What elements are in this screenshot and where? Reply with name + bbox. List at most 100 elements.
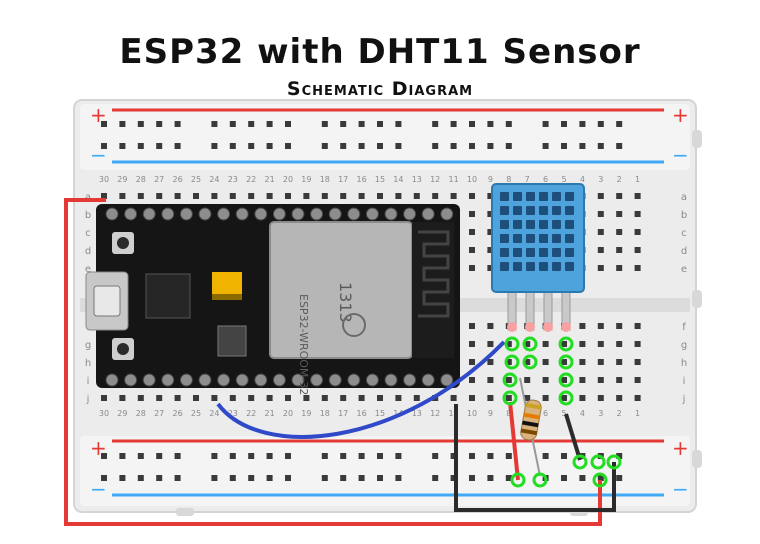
breadboard-hole [340,395,347,401]
breadboard-hole [303,395,310,401]
esp32-pin [124,207,138,221]
rail-hole [321,453,328,459]
breadboard-hole [450,193,457,199]
rail-hole [156,453,163,459]
dht-grille-slot [552,206,561,215]
column-label: 29 [117,409,127,418]
rail-hole [395,475,402,481]
rail-hole [432,475,439,481]
dht-grille-slot [513,234,522,243]
rail-hole [266,121,273,127]
rail-hole [395,143,402,149]
breadboard-hole [137,395,144,401]
rail-hole [229,121,236,127]
dht-grille-slot [565,192,574,201]
breadboard-hole [634,323,641,329]
rail-hole [321,121,328,127]
row-label: j [682,394,686,405]
rail-hole [597,121,604,127]
column-label: 22 [246,409,256,418]
breadboard-hole [469,359,475,365]
rail-hole [358,475,365,481]
rail-hole [119,453,126,459]
rail-hole [561,143,567,149]
breadboard-hole [211,395,218,401]
breadboard-hole [505,359,512,365]
breadboard-hole [579,377,586,383]
rail-hole [450,475,457,481]
breadboard-hole [579,341,586,347]
breadboard-hole [505,377,512,383]
column-label: 4 [580,409,585,418]
rail-hole [505,121,512,127]
breadboard-hole [101,193,107,199]
connection-highlight [558,372,574,388]
breadboard-hole [469,229,475,235]
rail-hole [174,453,181,459]
breadboard-hole [616,193,623,199]
dht-grille-slot [513,206,522,215]
connection-highlight [558,354,574,370]
breadboard-hole [505,341,512,347]
esp32-pin [198,207,212,221]
column-label: 18 [320,175,330,184]
rail-hole [137,453,144,459]
column-label: 7 [525,175,530,184]
dht-grille-slot [513,262,522,271]
black-sensor-ground-wire [564,413,582,461]
breadboard-hole [156,395,163,401]
rail-hole [340,453,347,459]
connection-highlight [510,472,526,488]
connection-highlight [532,472,548,488]
esp32-pin [198,373,212,387]
rail-hole [266,475,273,481]
esp32-pin [403,207,417,221]
rail-hole [377,475,383,481]
esp32-pin [254,373,268,387]
module-label: ESP32-WROOM-32 [297,294,310,395]
breadboard-hole [432,193,439,199]
rail-hole [174,475,181,481]
rail-hole [211,121,218,127]
breadboard-hole [487,377,494,383]
column-label: 2 [617,409,622,418]
breadboard-hole [229,193,236,199]
column-label: 29 [117,175,127,184]
column-label: 27 [154,175,164,184]
rail-hole [156,475,163,481]
rail-hole [432,143,439,149]
rail-hole [616,121,623,127]
column-label: 24 [209,409,219,418]
breadboard-hole [469,247,475,253]
rail-hole [597,475,604,481]
column-label: 15 [375,175,385,184]
rail-hole [432,453,439,459]
row-label: e [85,264,91,275]
row-label: e [681,264,687,275]
breadboard-hole [119,395,126,401]
rail-hole [450,121,457,127]
rail-hole [340,475,347,481]
rail-hole [358,143,365,149]
dht-grille-slot [513,192,522,201]
rail-plus-top-left: + [90,103,107,127]
column-label: 16 [357,409,367,418]
rail-minus-top-left: − [90,143,107,167]
column-label: 27 [154,409,164,418]
column-label: 3 [598,409,603,418]
breadboard-hole [524,377,531,383]
breadboard-hole [597,265,604,271]
connection-highlight [522,336,538,352]
breadboard-hole [561,341,567,347]
column-label: 26 [173,175,183,184]
breadboard-hole [469,395,475,401]
breadboard-hole [137,193,144,199]
esp32-pin [328,373,342,387]
breadboard-hole [597,211,604,217]
breadboard-hole [616,211,623,217]
column-label: 15 [375,409,385,418]
column-label: 11 [449,175,459,184]
breadboard-hole [487,211,494,217]
breadboard-hole [358,395,365,401]
breadboard-hole [469,211,475,217]
